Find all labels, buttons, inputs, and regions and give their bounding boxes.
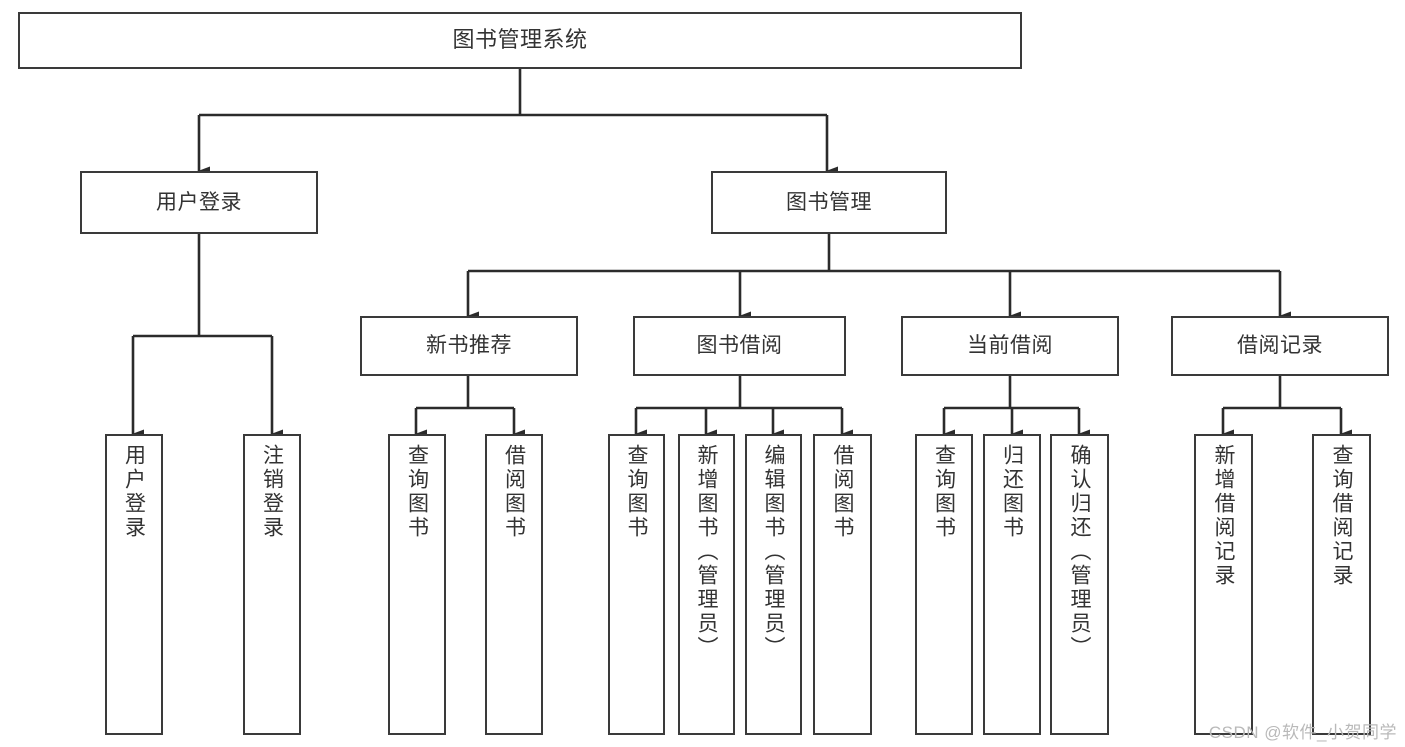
node-label: 借阅图书: [831, 444, 854, 540]
node-borrow-query-book[interactable]: 查询图书: [608, 434, 665, 735]
node-label: 注销登录: [260, 444, 284, 540]
node-cur-confirm-return[interactable]: 确认归还（管理员）: [1050, 434, 1109, 735]
node-label: 查询图书: [932, 444, 956, 540]
node-user-login-do[interactable]: 用户登录: [105, 434, 163, 735]
node-borrow-borrow-book[interactable]: 借阅图书: [813, 434, 872, 735]
node-label: 借阅记录: [1237, 334, 1323, 358]
node-cur-return-book[interactable]: 归还图书: [983, 434, 1041, 735]
node-label: 当前借阅: [967, 334, 1053, 358]
node-user-logout[interactable]: 注销登录: [243, 434, 301, 735]
node-label: 编辑图书（管理员）: [762, 444, 785, 660]
node-label: 新增借阅记录: [1212, 444, 1235, 588]
node-rec-query-record[interactable]: 查询借阅记录: [1312, 434, 1371, 735]
node-current-borrow[interactable]: 当前借阅: [901, 316, 1119, 376]
node-rec-query-book[interactable]: 查询图书: [388, 434, 446, 735]
node-label: 图书借阅: [696, 334, 783, 358]
node-rec-add-record[interactable]: 新增借阅记录: [1194, 434, 1253, 735]
node-label: 图书管理系统: [452, 27, 588, 53]
node-rec-borrow-book[interactable]: 借阅图书: [485, 434, 543, 735]
node-cur-query-book[interactable]: 查询图书: [915, 434, 973, 735]
node-borrow-add-book[interactable]: 新增图书（管理员）: [678, 434, 735, 735]
node-label: 借阅图书: [502, 444, 526, 540]
node-label: 新增图书（管理员）: [695, 444, 718, 660]
node-book-manage[interactable]: 图书管理: [711, 171, 947, 234]
node-borrow-record[interactable]: 借阅记录: [1171, 316, 1389, 376]
node-user-login[interactable]: 用户登录: [80, 171, 318, 234]
node-label: 确认归还（管理员）: [1068, 444, 1091, 660]
node-label: 归还图书: [1000, 444, 1024, 540]
node-new-book-recommend[interactable]: 新书推荐: [360, 316, 578, 376]
node-label: 查询图书: [405, 444, 429, 540]
node-label: 查询图书: [625, 444, 648, 540]
watermark-text: CSDN @软件_小贺同学: [1208, 723, 1397, 742]
node-label: 新书推荐: [426, 334, 512, 358]
node-book-borrow[interactable]: 图书借阅: [633, 316, 846, 376]
node-label: 图书管理: [786, 190, 872, 214]
node-label: 用户登录: [122, 444, 146, 540]
node-label: 用户登录: [156, 190, 242, 214]
node-label: 查询借阅记录: [1330, 444, 1353, 588]
node-borrow-edit-book[interactable]: 编辑图书（管理员）: [745, 434, 802, 735]
node-root[interactable]: 图书管理系统: [18, 12, 1022, 69]
